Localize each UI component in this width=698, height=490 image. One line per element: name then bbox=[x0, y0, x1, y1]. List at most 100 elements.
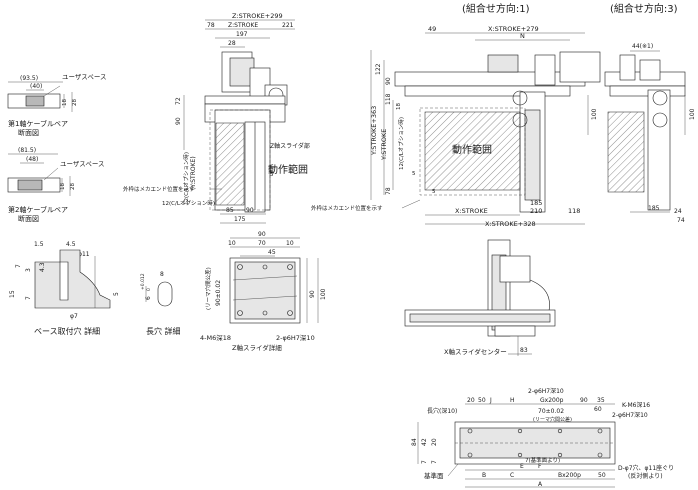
cb2-dim-28: 28 bbox=[70, 183, 76, 190]
cb1-user-space: ユーザスペース bbox=[62, 73, 107, 81]
bv-pitch-note: (リーマ穴間公差) bbox=[533, 416, 572, 423]
bh-dim-15: 15 bbox=[9, 290, 16, 298]
bv-dim-h: H bbox=[510, 397, 515, 404]
xy-plan-view-combo3: 44(※1) 100 185 74 24 bbox=[604, 43, 696, 224]
bh-dim-3: 3 bbox=[25, 268, 32, 272]
bv-dim-35: 35 bbox=[597, 397, 605, 404]
xs-caption: X軸スライダセンター bbox=[444, 347, 507, 356]
zs-dim-10: 10 bbox=[228, 240, 236, 247]
z-dim-72: 72 bbox=[175, 97, 182, 105]
cb1-dim-18: 18 bbox=[62, 99, 68, 106]
cb2-caption-1: 第2軸ケーブルベア bbox=[8, 205, 68, 214]
xy-dim-ystroke: Y:STROKE bbox=[380, 129, 388, 161]
zs-pitch: 90±0.02 bbox=[215, 280, 222, 306]
combo3-header: (組合せ方向:3) bbox=[610, 2, 678, 15]
bv-datum: 基準面 bbox=[424, 471, 444, 480]
z-dim-175: 175 bbox=[234, 216, 246, 223]
cb2-user-space: ユーザスペース bbox=[60, 160, 105, 168]
zs-dim-right-90: 90 bbox=[309, 290, 316, 298]
z-stroke-label: (Y:STROKE) bbox=[190, 156, 197, 190]
slot-tol0: 0 bbox=[146, 288, 152, 291]
bv-dim-gx200p: Gx200p bbox=[540, 397, 564, 404]
slot-tol: +0.012 bbox=[140, 273, 146, 290]
bh-dim-5: 5 bbox=[113, 292, 120, 296]
xy-dim-stroke-363: Y:STROKE+363 bbox=[370, 106, 378, 156]
x-slider-view: 83 X軸スライダセンター bbox=[404, 239, 556, 356]
xy-outer-frame-note: 外枠はメカエンド位置を示す bbox=[311, 204, 383, 212]
xs-dim-83: 83 bbox=[520, 347, 528, 354]
slot-caption: 長穴 詳細 bbox=[146, 326, 181, 336]
xy-dim-100: 100 bbox=[591, 108, 598, 120]
zs-tap-label: 4-M6深18 bbox=[200, 333, 231, 342]
slot-dim-6: 6 bbox=[145, 296, 152, 300]
z-small-dim: 5 bbox=[270, 172, 274, 178]
xy-dim-xstroke: X:STROKE bbox=[455, 207, 488, 215]
bh-dia-11: φ11 bbox=[78, 251, 90, 258]
zs-dim-90: 90 bbox=[258, 231, 266, 238]
bv-dim-a: A bbox=[538, 481, 543, 488]
bh-dim-4-3: 4.3 bbox=[39, 262, 46, 272]
cable-bear-2-section: (81.5) (48) ユーザスペース 18 28 第2軸ケーブルベア 断面図 bbox=[7, 147, 105, 223]
xy-dim-210: 210 bbox=[530, 207, 542, 215]
bv-pin-label: 2-φ6H7深10 bbox=[528, 387, 564, 395]
c3-dim-44: 44(※1) bbox=[632, 43, 653, 50]
bv-slot-depth: 長穴(深10) bbox=[427, 407, 457, 415]
bv-dim-j: J bbox=[489, 397, 492, 404]
z-slider-detail: 90 10 70 10 45 (リーマ穴間公差) 90±0.02 90 100 … bbox=[200, 231, 327, 352]
cb1-dim-93-5: (93.5) bbox=[20, 75, 38, 82]
xy-small-dim: 5 bbox=[432, 189, 436, 195]
bv-hole-note-2: (反対側より) bbox=[628, 472, 663, 480]
xy-dim-118b: 118 bbox=[568, 207, 580, 215]
xy-dim-118: 118 bbox=[385, 93, 392, 105]
base-mounting-hole-detail: 1.5 4.5 φ11 7 3 4.3 15 7 5 φ7 ベース取付穴 詳細 bbox=[9, 241, 120, 336]
z-dim-stroke: Z:STROKE bbox=[228, 22, 258, 29]
bh-caption: ベース取付穴 詳細 bbox=[34, 326, 100, 336]
xy-dim-78: 78 bbox=[385, 187, 392, 195]
z-dim-78: 78 bbox=[207, 22, 215, 29]
combo1-header: (組合せ方向:1) bbox=[462, 2, 530, 15]
zs-dim-45: 45 bbox=[268, 249, 276, 256]
zs-caption: Z軸スライダ詳細 bbox=[232, 343, 282, 352]
xy-dim-xstroke-328: X:STROKE+328 bbox=[485, 220, 536, 228]
cb2-dim-81-5: (81.5) bbox=[18, 147, 36, 154]
xy-dim-185: 185 bbox=[530, 199, 542, 207]
bv-pitch: 70±0.02 bbox=[538, 408, 564, 415]
zs-dim-10b: 10 bbox=[286, 240, 294, 247]
z-dim-197: 197 bbox=[236, 31, 248, 38]
z-slider-label: Z軸スライダ部 bbox=[270, 142, 310, 150]
z-motion-range: 動作範囲 bbox=[268, 163, 308, 176]
bv-dim-bx200p: Bx200p bbox=[558, 472, 581, 479]
z-dim-90b: 90 bbox=[246, 207, 254, 214]
z-axis-side-view: Z:STROKE+299 78 Z:STROKE 221 197 28 90 bbox=[123, 12, 310, 224]
bv-hole-note: D-φ7穴、φ11座ぐり bbox=[618, 464, 674, 472]
cb1-dim-28: 28 bbox=[72, 99, 78, 106]
xy-dim-90: 90 bbox=[385, 77, 392, 85]
cb2-dim-48: (48) bbox=[26, 156, 38, 163]
bv-dim-50: 50 bbox=[478, 397, 486, 404]
bv-dim-7: 7 bbox=[421, 460, 428, 464]
z-dim-28: 28 bbox=[228, 40, 236, 47]
xy-plan-view-combo1: 49 X:STROKE+279 N 動作範囲 122 118 90 78 Y:S… bbox=[311, 25, 601, 228]
cb2-dim-18: 18 bbox=[60, 183, 66, 190]
xy-option-label: 12(C/Lオプション時) bbox=[397, 117, 405, 170]
bv-dim-20: 20 bbox=[467, 397, 475, 404]
z-dim-stroke-299: Z:STROKE+299 bbox=[232, 12, 283, 20]
xy-dim-5: 5 bbox=[412, 171, 416, 177]
bh-dim-1-5: 1.5 bbox=[34, 241, 44, 248]
zs-pin-label: 2-φ6H7深10 bbox=[276, 333, 315, 342]
z-dim-90: 90 bbox=[175, 117, 182, 125]
cb2-caption-2: 断面図 bbox=[18, 214, 39, 223]
cable-bear-1-section: (93.5) (40) ユーザスペース 18 28 第1軸ケーブルベア 断面図 bbox=[7, 73, 107, 137]
z-dim-85: 85 bbox=[226, 207, 234, 214]
bv-tap-label: K-M6深16 bbox=[622, 401, 650, 409]
bh-dim-4-5: 4.5 bbox=[66, 241, 76, 248]
bv-dim-c: C bbox=[510, 472, 514, 479]
bv-ref-plane-note: 7(基準面より) bbox=[525, 456, 560, 464]
bh-dim-7b: 7 bbox=[25, 296, 32, 300]
bv-dim-e: E bbox=[520, 463, 524, 470]
bv-dim-7b: 7 bbox=[431, 460, 438, 464]
z-option-label-bottom: 12(C/Lオプション時) bbox=[162, 199, 215, 207]
xy-dim-n: N bbox=[520, 32, 525, 40]
z-option-label: 12(C/Lオプション時) bbox=[182, 152, 190, 205]
